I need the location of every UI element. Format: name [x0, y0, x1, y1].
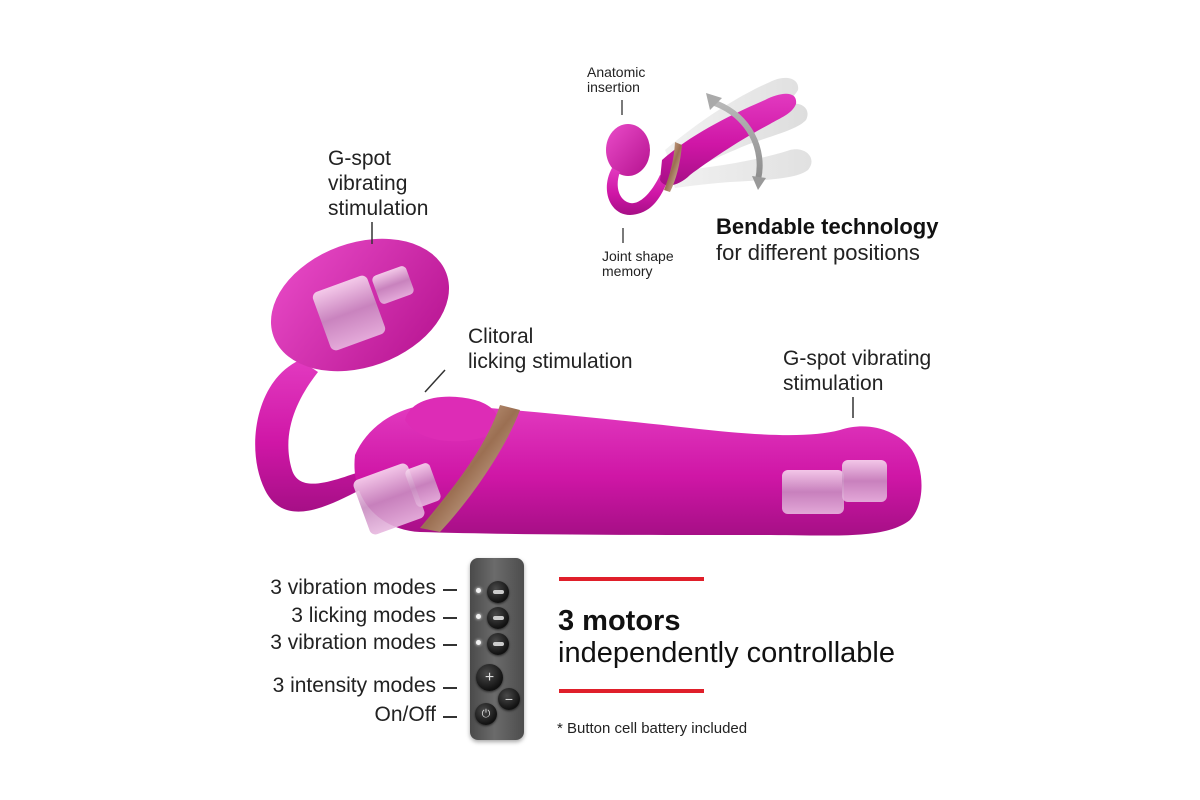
battery-note: * Button cell battery included: [557, 720, 748, 737]
motors-title: 3 motors: [558, 605, 681, 637]
intensity-plus-button[interactable]: +: [476, 664, 503, 691]
bend-inset-illustration: [606, 77, 812, 215]
clitoral-motor: [353, 463, 441, 535]
remote-dash-5: [443, 716, 457, 718]
minus-icon: −: [504, 691, 514, 707]
power-icon: ⏻: [481, 707, 491, 720]
remote-label-onoff: On/Off: [374, 703, 436, 726]
intensity-minus-button[interactable]: −: [498, 688, 520, 710]
mode-icon-3: [492, 642, 504, 646]
label-anatomic-line-2: insertion: [587, 79, 640, 95]
bendable-subheading: for different positions: [716, 240, 920, 265]
vibration-mode-button-1[interactable]: [487, 581, 509, 603]
power-button[interactable]: ⏻: [475, 703, 497, 725]
label-joint-line-1: Joint shape: [602, 248, 674, 264]
bendable-heading: Bendable technology: [716, 214, 939, 239]
gold-band: [420, 405, 520, 532]
remote-label-intensity: 3 intensity modes: [272, 674, 436, 697]
callout-rule-bottom: [559, 689, 704, 693]
led-indicator-2: [476, 614, 481, 619]
label-gspot-bulb-line-3: stimulation: [328, 197, 429, 220]
clitoral-bump: [405, 396, 499, 442]
callout-rule-top: [559, 577, 704, 581]
label-anatomic-line-1: Anatomic: [587, 64, 646, 80]
label-clitoral-line-2: licking stimulation: [468, 350, 633, 373]
licking-mode-button[interactable]: [487, 607, 509, 629]
label-anatomic-insertion: Anatomic insertion: [587, 65, 645, 95]
led-indicator-3: [476, 640, 481, 645]
remote-control: + − ⏻: [470, 558, 524, 740]
label-joint-shape-memory: Joint shape memory: [602, 249, 674, 279]
label-gspot-shaft-line-2: stimulation: [783, 372, 884, 395]
label-gspot-bulb-line-1: G-spot: [328, 147, 392, 170]
shaft-motor: [782, 460, 887, 514]
mode-icon-1: [492, 590, 504, 594]
label-gspot-bulb: G-spot vibrating stimulation: [328, 146, 428, 221]
remote-label-mode-1: 3 vibration modes: [270, 576, 436, 599]
remote-dash-4: [443, 687, 457, 689]
vibration-mode-button-2[interactable]: [487, 633, 509, 655]
remote-dash-1: [443, 589, 457, 591]
led-indicator-1: [476, 588, 481, 593]
motors-subtitle: independently controllable: [558, 637, 895, 669]
plus-icon: +: [484, 668, 495, 686]
product-neck: [255, 360, 365, 512]
label-clitoral-line-1: Clitoral: [468, 325, 534, 348]
remote-dash-2: [443, 617, 457, 619]
bendable-heading-block: Bendable technology for different positi…: [716, 214, 938, 266]
label-gspot-shaft: G-spot vibrating stimulation: [783, 346, 931, 396]
remote-label-mode-2: 3 licking modes: [291, 604, 436, 627]
remote-label-mode-3: 3 vibration modes: [270, 631, 436, 654]
leader-clitoral: [424, 369, 446, 393]
mode-icon-2: [492, 616, 504, 620]
label-clitoral: Clitoral licking stimulation: [468, 324, 633, 374]
label-gspot-bulb-line-2: vibrating: [328, 172, 408, 195]
label-gspot-shaft-line-1: G-spot vibrating: [783, 347, 932, 370]
bulb-motor: [312, 266, 414, 351]
label-joint-line-2: memory: [602, 263, 653, 279]
remote-dash-3: [443, 644, 457, 646]
